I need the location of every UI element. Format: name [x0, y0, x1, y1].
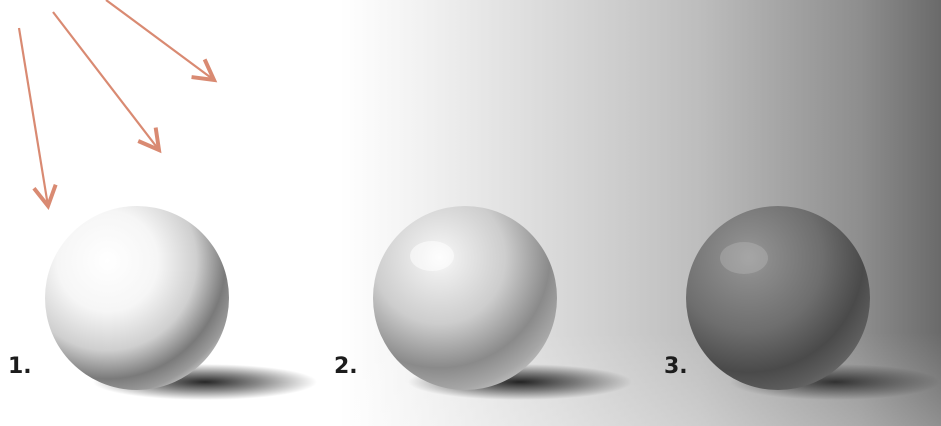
- label-sphere-2: 2.: [334, 356, 358, 378]
- sphere-highlight: [720, 242, 768, 274]
- sphere-icon: [45, 206, 229, 390]
- sphere-icon: [686, 206, 870, 390]
- label-sphere-3: 3.: [664, 356, 688, 378]
- light-direction-arrow: [53, 12, 159, 150]
- sphere-icon: [373, 206, 557, 390]
- sphere-highlight: [410, 241, 454, 271]
- light-direction-arrow: [19, 28, 48, 206]
- light-arrows: [19, 0, 214, 206]
- label-sphere-1: 1.: [8, 356, 32, 378]
- light-direction-arrow: [106, 0, 214, 80]
